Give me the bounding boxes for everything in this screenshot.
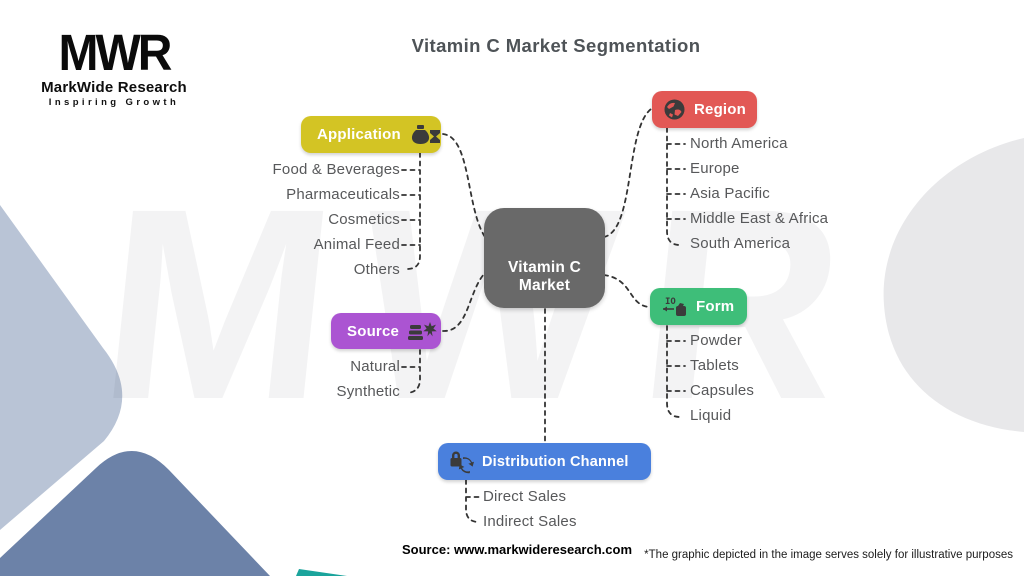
money-bag-hourglass-icon bbox=[411, 124, 440, 144]
region-item: South America bbox=[690, 235, 791, 252]
logo-acronym: MWR bbox=[58, 25, 173, 82]
connector-center-region bbox=[603, 108, 652, 238]
region-item: Europe bbox=[690, 160, 740, 177]
form-node: IO Form bbox=[650, 288, 747, 325]
form-item: Liquid bbox=[690, 407, 732, 424]
teal-accent-shape bbox=[296, 569, 347, 576]
source-item: Natural bbox=[350, 358, 400, 375]
application-item: Cosmetics bbox=[328, 211, 400, 228]
lock-sync-icon bbox=[450, 451, 474, 473]
measure-bag-icon: IO bbox=[663, 297, 686, 316]
right-blob-shape bbox=[883, 138, 1024, 432]
corner-shape-dark bbox=[0, 450, 270, 576]
source-node-label: Source bbox=[347, 322, 400, 340]
form-node-label: Form bbox=[696, 298, 735, 315]
central-node-label-line2: Market bbox=[518, 277, 571, 294]
connector-source-center bbox=[442, 272, 486, 332]
source-items-connector bbox=[401, 349, 421, 394]
distribution-item: Indirect Sales bbox=[483, 513, 577, 530]
form-item: Tablets bbox=[690, 357, 739, 374]
logo-tagline: Inspiring Growth bbox=[48, 97, 180, 109]
application-item: Food & Beverages bbox=[272, 161, 400, 178]
region-node-label: Region bbox=[694, 101, 747, 118]
source-node: Source bbox=[331, 313, 441, 349]
diagram-title: Vitamin C Market Segmentation bbox=[411, 35, 701, 56]
distribution-channel-node-label: Distribution Channel bbox=[482, 453, 629, 470]
region-items-connector bbox=[666, 127, 686, 246]
distribution-items-connector bbox=[465, 479, 483, 523]
application-node: Application bbox=[301, 116, 441, 153]
application-item: Others bbox=[353, 261, 400, 278]
central-node-vitamin-c-market: Vitamin C Market bbox=[484, 208, 605, 308]
disclaimer-note: *The graphic depicted in the image serve… bbox=[644, 549, 1013, 561]
distribution-item: Direct Sales bbox=[483, 488, 567, 505]
form-item: Capsules bbox=[690, 382, 755, 399]
connector-application-center bbox=[442, 133, 486, 238]
region-node: Region bbox=[652, 91, 757, 128]
corner-shape-light bbox=[0, 205, 123, 530]
logo-name: MarkWide Research bbox=[41, 79, 187, 97]
form-items-connector bbox=[666, 325, 686, 418]
connector-center-form bbox=[603, 274, 650, 308]
svg-text:IO: IO bbox=[665, 297, 676, 307]
application-node-label: Application bbox=[317, 126, 401, 143]
markwide-research-logo: MWR MarkWide Research Inspiring Growth bbox=[28, 25, 200, 109]
layers-splash-icon bbox=[408, 322, 437, 340]
region-item: Middle East & Africa bbox=[690, 210, 829, 227]
globe-icon bbox=[664, 99, 685, 120]
application-item: Pharmaceuticals bbox=[286, 186, 400, 203]
application-item: Animal Feed bbox=[313, 236, 400, 253]
application-items-connector bbox=[401, 152, 421, 270]
source-item: Synthetic bbox=[336, 383, 400, 400]
region-item: Asia Pacific bbox=[690, 185, 770, 202]
central-node-label-line1: Vitamin C bbox=[507, 259, 581, 276]
form-item: Powder bbox=[690, 332, 743, 349]
source-attribution: Source: www.markwideresearch.com bbox=[402, 542, 633, 557]
region-item: North America bbox=[690, 135, 788, 152]
distribution-channel-node: Distribution Channel bbox=[438, 443, 651, 480]
